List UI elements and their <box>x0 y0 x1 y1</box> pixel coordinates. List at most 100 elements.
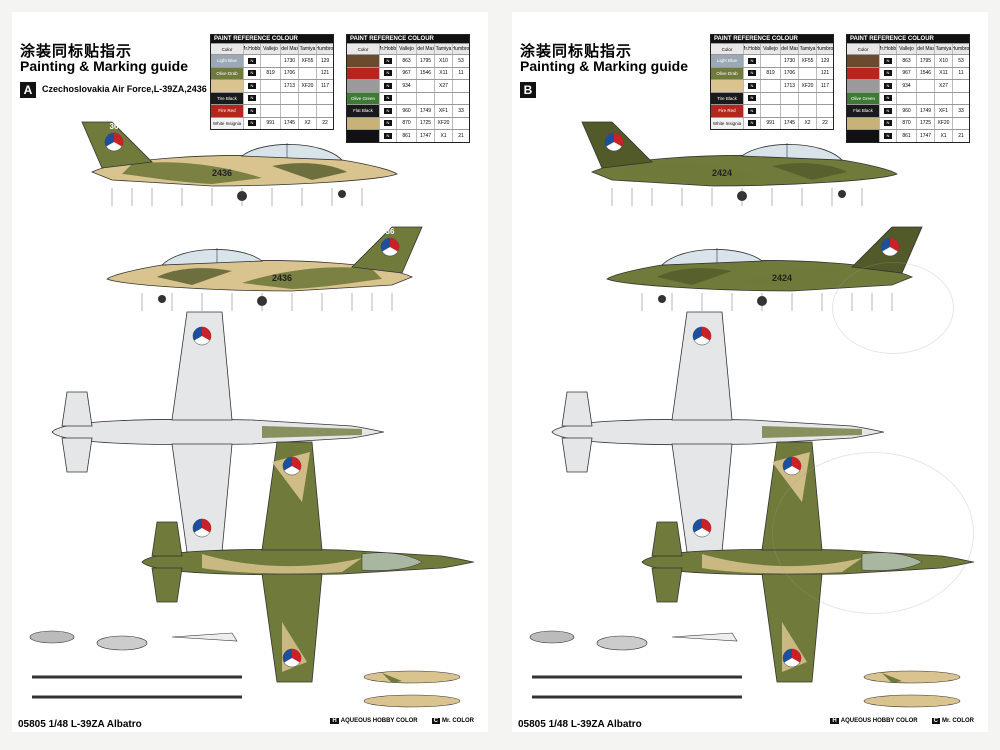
paint-value <box>435 92 453 104</box>
english-title: Painting & Marking guide <box>520 58 689 74</box>
paint-value: 117 <box>321 82 329 89</box>
paint-value <box>299 92 317 104</box>
paint-code: N <box>244 55 261 67</box>
paint-swatch <box>347 55 380 67</box>
english-title: Painting & Marking guide <box>20 58 189 74</box>
paint-value: 53 <box>458 57 464 64</box>
paint-value: X11 <box>435 67 453 79</box>
pylon <box>671 632 738 642</box>
paint-code: N <box>380 105 397 117</box>
paint-value <box>897 92 917 104</box>
col-tamiya: Tamiya <box>435 44 453 54</box>
paint-reference-table-left: PAINT REFERENCE COLOUR Color Mr.Hobby Va… <box>210 34 334 130</box>
paint-value: 1713 <box>281 80 299 92</box>
camo-strip <box>762 426 862 438</box>
paint-value <box>261 55 281 67</box>
paint-value <box>453 80 469 92</box>
col-mrhobby: Mr.Hobby <box>244 44 261 54</box>
paint-swatch: Tire Black <box>711 92 744 104</box>
drop-tank <box>863 694 961 708</box>
col-mrhobby: Mr.Hobby <box>744 44 761 54</box>
paint-value: 1730 <box>781 55 799 67</box>
paint-swatch: Olive Drab <box>211 67 244 79</box>
paint-code: N <box>880 117 897 129</box>
paint-swatch: Tire Black <box>211 92 244 104</box>
col-tamiya: Tamiya <box>935 44 953 54</box>
paint-code: N <box>380 67 397 79</box>
paint-value: 129 <box>820 57 830 64</box>
legend-c-text: Mr. COLOR <box>441 718 474 724</box>
tail-number: 36 <box>110 122 119 131</box>
tailplane <box>561 437 593 473</box>
chinese-title: 涂装同标贴指示 <box>20 42 133 60</box>
paint-value: XF20 <box>935 117 953 129</box>
legend-h-key: H <box>830 718 839 724</box>
col-modelmaster: Model Master <box>917 44 935 54</box>
paint-value: XF1 <box>935 105 953 117</box>
paint-code: N <box>744 92 761 104</box>
canopy-plan <box>361 552 423 571</box>
czech-roundel-icon <box>604 132 624 152</box>
paint-value: 991 <box>761 117 781 129</box>
paint-value: 1706 <box>281 67 299 79</box>
paint-swatch <box>847 130 880 142</box>
paint-swatch <box>347 80 380 92</box>
paint-value: 960 <box>897 105 917 117</box>
paint-reference-table-right: PAINT REFERENCE COLOUR Color Mr.Hobby Va… <box>346 34 470 143</box>
camo-patch <box>157 268 232 285</box>
tailplane <box>151 567 183 603</box>
camo-patch <box>622 162 762 184</box>
paint-value: 967 <box>397 67 417 79</box>
paint-code: N <box>744 105 761 117</box>
camo-patch <box>382 673 402 683</box>
paint-swatch <box>347 130 380 142</box>
paint-swatch: Light Blue <box>211 55 244 67</box>
paint-value: 819 <box>261 67 281 79</box>
paint-value: 819 <box>761 67 781 79</box>
paint-swatch <box>347 67 380 79</box>
camo-patch <box>242 267 382 289</box>
col-vallejo: Vallejo <box>761 44 781 54</box>
paint-code: N <box>244 80 261 92</box>
fuselage-plan <box>51 418 385 446</box>
serial-number: 2424 <box>772 273 792 283</box>
paint-value <box>799 92 817 104</box>
camo-patch <box>122 162 262 184</box>
paint-value: 861 <box>397 130 417 142</box>
paint-swatch: Fire Red <box>211 105 244 117</box>
paint-swatch <box>847 80 880 92</box>
pylon <box>171 632 238 642</box>
paint-value <box>781 105 799 117</box>
landing-gear <box>158 295 166 303</box>
paint-value <box>917 80 935 92</box>
col-modelmaster: Model Master <box>781 44 799 54</box>
paint-value: 870 <box>897 117 917 129</box>
paint-code: N <box>244 67 261 79</box>
paint-value <box>417 92 435 104</box>
paint-value <box>935 92 953 104</box>
camo-patch <box>702 554 862 574</box>
serial-number: 2436 <box>272 273 292 283</box>
landing-gear <box>338 190 346 198</box>
paint-value <box>281 92 299 104</box>
paint-value: 21 <box>958 132 964 139</box>
legend-c-text: Mr. COLOR <box>941 718 974 724</box>
camo-patch <box>882 673 902 683</box>
paint-value: X2 <box>299 117 317 129</box>
paint-value: 1546 <box>417 67 435 79</box>
paint-swatch: Olive Green <box>347 92 380 104</box>
col-color: Color <box>711 44 744 54</box>
tailplane <box>151 521 183 557</box>
paint-code: N <box>244 117 261 129</box>
paint-value: 870 <box>397 117 417 129</box>
